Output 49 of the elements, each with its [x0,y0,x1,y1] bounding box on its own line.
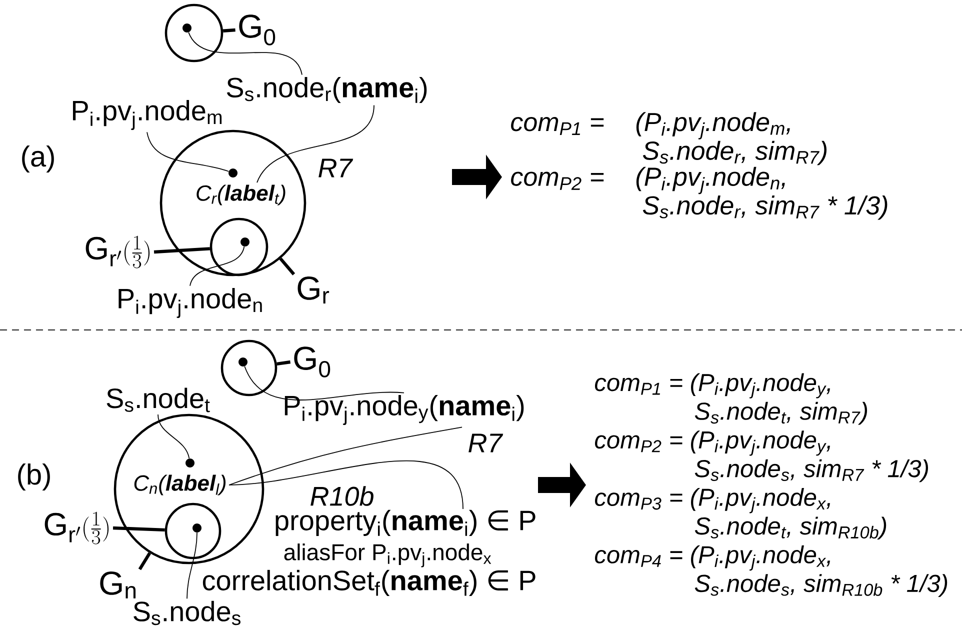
group-label: G$_{n}$ [100,572,136,598]
leader-line [112,526,165,532]
leader-line [276,360,291,366]
leader-line [228,426,462,486]
edge-label: R7 [466,432,504,454]
node-label: P$_{i}$.pv$_{j}$.node$_{y}$(name$_{i}$) [284,395,524,425]
dot [238,357,248,366]
group-label: G$_{0}$ [294,346,330,378]
panel-label: (b) [18,463,50,490]
leader-line [190,246,245,286]
group-label: $\mathrm{G}_{\mathrm{r}'}(\tfrac{1}{3})$ [86,236,150,268]
node-label: S$_{s}$.node$_{s}$ [134,600,240,626]
group-label: G$_{0}$ [239,14,276,46]
node-label: S$_{s}$.node$_{t}$ [106,388,210,412]
circle [220,340,278,396]
node-label: P$_{i}$.pv$_{j}$.node$_{m}$ [72,100,222,130]
dot [228,168,238,178]
node-label: P$_{i}$.pv$_{j}$.node$_{n}$ [118,288,262,318]
leader-line [158,414,190,459]
leader-line [154,247,210,254]
leader-line [228,460,464,510]
edge-label: R7 [316,158,354,178]
circle [210,218,268,276]
circle [164,502,222,560]
group-label: $\mathrm{G}_{\mathrm{r}'}(\tfrac{1}{3})$ [44,512,109,544]
leader-line [188,32,302,76]
node-label: S$_{s}$.node$_{r}$(name$_{i}$) [226,76,427,104]
property-list: property$_{i}$(name$_{i}$) ∈ P aliasFor P$_{i}$.pv$_{j}$.node$_{x}$ correlationSet$_{f}$(name$_{f}$) ∈ P [202,510,536,596]
leader-line [244,366,404,400]
leader-line [222,28,236,32]
leader-line [146,132,230,172]
dot [192,523,202,532]
panel-label: (a) [22,145,54,172]
circle [164,4,224,62]
leader-line [279,258,296,276]
edge-label: R10b [308,485,376,507]
formula-list: com$_{P1}$ = (P$_{i}$.pv$_{j}$.node$_{m}$, S$_{s}$.node$_{r}$, sim$_{R7}$) com$_{P2}$ = (P$_{i}$.pv$_{j}$.node$_{n}$, S$_{s}$.node$_{r}$, sim$_{R7}$ * 1/3) [511,112,888,220]
circle [114,414,264,564]
dot [240,238,250,246]
formula-list: com$_{P1}$ = (P$_{i}$.pv$_{j}$.node$_{y}$, S$_{s}$.node$_{t}$, sim$_{R7}$) com$_{P2}$ = (P$_{i}$.pv$_{j}$.node$_{y}$, S$_{s}$.node$_{s}$, sim$_{R7}$ * 1/3) com$_{P3}$ = (P$_{i}$.pv$_{j}$.node$_{x}$, S$_{s}$.node$_{t}$, sim$_{R10b}$) com$_{P4}$ = (P$_{i}$.pv$_{j}$.node$_{x}$, S$_{s}$.node$_{s}$, sim$_{R10b}$ * 1/3) [595,373,948,597]
leader-line [186,532,198,600]
leader-line [256,104,374,183]
concept-label: C$_{r}$(label$_{t}$) [196,184,286,206]
circle [160,130,306,276]
concept-label: C$_{n}$(label$_{l}$) [134,474,226,496]
leader-line [138,552,152,570]
dot [182,24,192,32]
dot [186,458,194,468]
group-label: G$_{r}$ [298,276,330,304]
